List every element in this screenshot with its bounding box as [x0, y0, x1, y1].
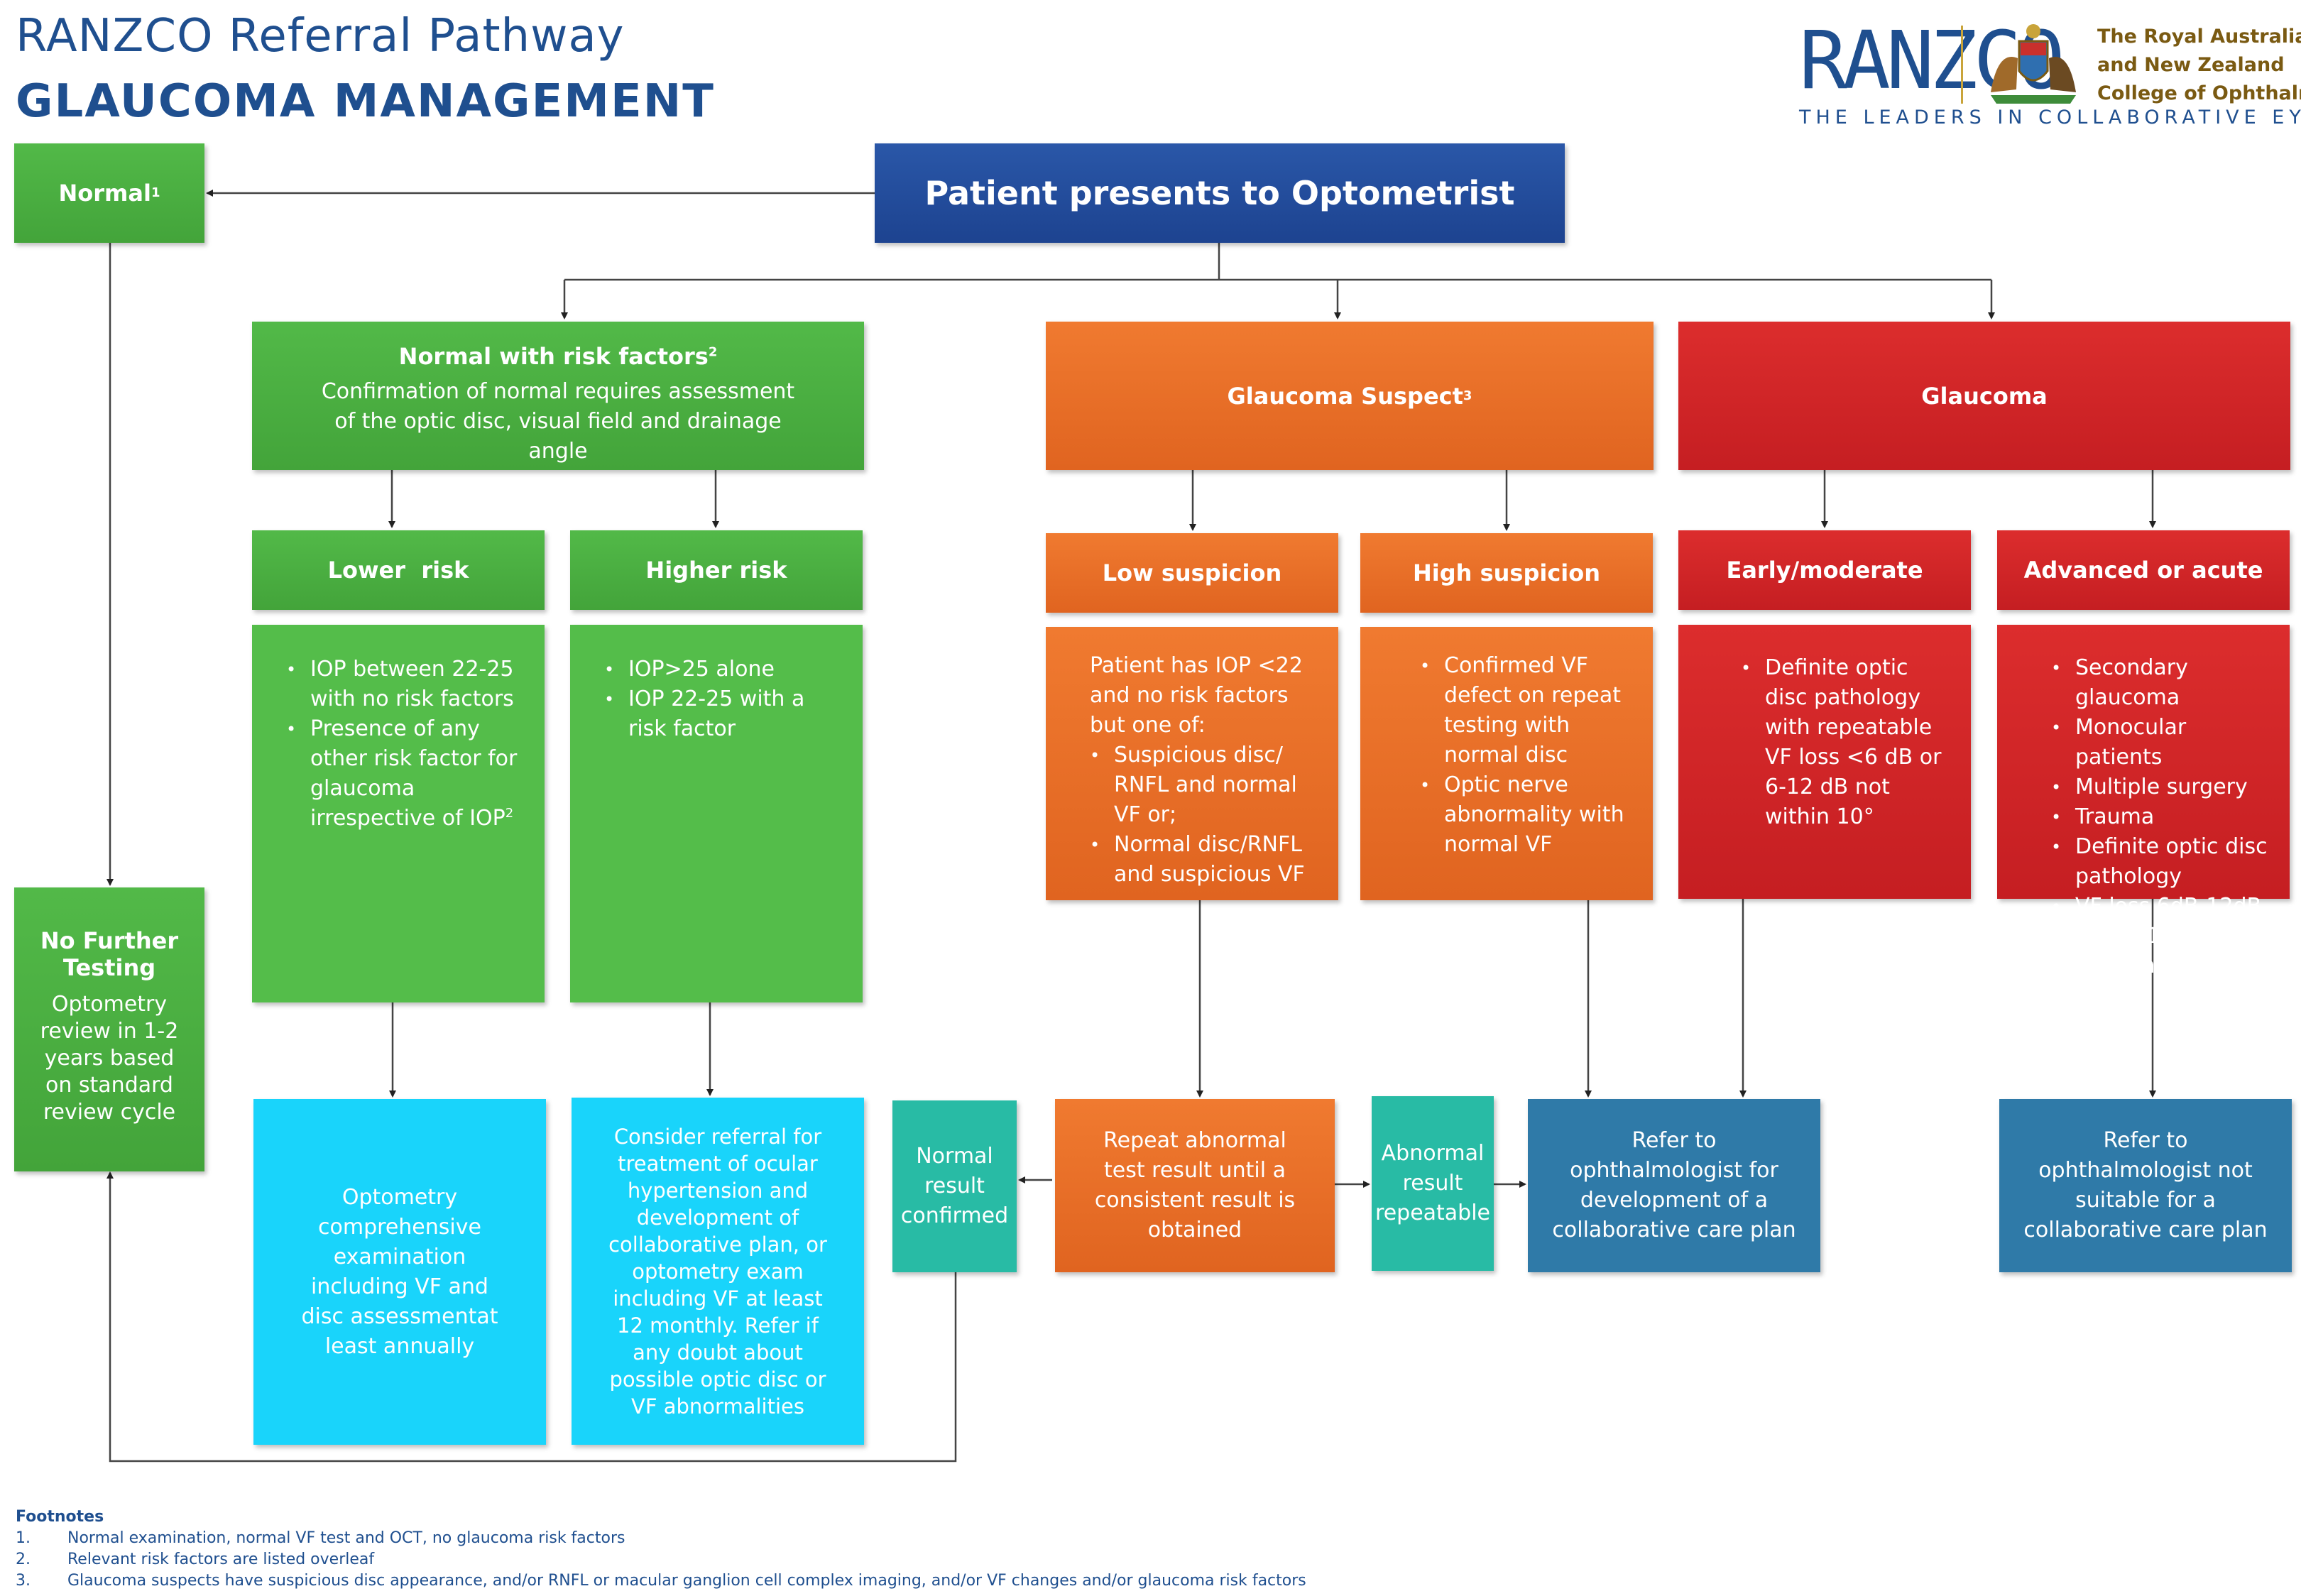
footnote-3: 3. Glaucoma suspects have suspicious disc…	[16, 1572, 1306, 1590]
lower-risk-item-2-sup: 2	[505, 806, 514, 821]
college-name: The Royal Australian and New Zealand Col…	[2097, 23, 2301, 108]
node-normal-result-confirmed: Normal result confirmed	[892, 1100, 1017, 1272]
high-suspicion-detail: Confirmed VF defect on repeat testing wi…	[1360, 627, 1653, 900]
normal-risk-sup: 2	[708, 344, 718, 360]
arrow-normal-confirmed-loop	[106, 1171, 957, 1463]
lower-risk-list: IOP between 22-25 with no risk factors P…	[285, 655, 523, 833]
advanced-acute-item-1: Secondary glaucoma	[2051, 653, 2275, 713]
node-abnormal-repeatable: Abnormal result repeatable	[1372, 1096, 1494, 1271]
lower-risk-item-2: Presence of any other risk factor for gl…	[286, 714, 523, 833]
footnote-2-num: 2.	[16, 1551, 31, 1568]
footnote-2: 2. Relevant risk factors are listed overl…	[16, 1551, 374, 1568]
normal-risk-body: Confirmation of normal requires assessme…	[321, 379, 795, 464]
advanced-acute-label: Advanced or acute	[2023, 557, 2263, 584]
node-repeat-abnormal: Repeat abnormal test result until a cons…	[1055, 1099, 1335, 1272]
node-consider-referral: Consider referral for treatment of ocula…	[572, 1098, 864, 1445]
node-refer-collaborative: Refer to ophthalmologist for development…	[1528, 1099, 1820, 1272]
normal-risk-title-text: Normal with risk factors	[398, 343, 709, 370]
ranzco-logo: RANZCO The Royal Australian and New Zeal…	[1799, 21, 2301, 135]
node-patient-label: Patient presents to Optometrist	[924, 174, 1515, 212]
low-suspicion-item-2: Normal disc/RNFL and suspicious VF	[1090, 830, 1317, 890]
node-lower-risk: Lower risk	[252, 530, 545, 610]
footnote-1-num: 1.	[16, 1529, 31, 1547]
advanced-acute-detail: Secondary glaucoma Monocular patients Mu…	[1997, 625, 2290, 978]
higher-risk-detail: IOP>25 alone IOP 22-25 with a risk facto…	[570, 625, 863, 1002]
advanced-acute-item-4: Trauma	[2051, 802, 2275, 832]
early-moderate-list: Definite optic disc pathology with repea…	[1739, 653, 1950, 832]
early-moderate-detail: Definite optic disc pathology with repea…	[1678, 625, 1971, 899]
refer-not-suitable-label: Refer to ophthalmologist not suitable fo…	[2023, 1128, 2268, 1242]
higher-risk-item-1: IOP>25 alone	[604, 655, 841, 684]
college-line-1: The Royal Australian	[2097, 26, 2301, 48]
optometry-exam-label: Optometry comprehensive examination incl…	[301, 1184, 498, 1359]
higher-risk-item-2: IOP 22-25 with a risk factor	[604, 684, 841, 744]
logo-divider	[1961, 26, 1963, 104]
advanced-acute-item-2: Monocular patients	[2051, 713, 2275, 772]
normal-risk-title: Normal with risk factors2	[252, 343, 864, 370]
advanced-acute-item-3: Multiple surgery	[2051, 772, 2275, 802]
higher-risk-list: IOP>25 alone IOP 22-25 with a risk facto…	[603, 655, 841, 744]
node-advanced-acute: Advanced or acute	[1997, 530, 2290, 610]
glaucoma-suspect-label: Glaucoma Suspect	[1227, 382, 1463, 410]
higher-risk-label: Higher risk	[645, 557, 787, 584]
node-optometry-exam: Optometry comprehensive examination incl…	[253, 1099, 546, 1445]
footnote-1: 1. Normal examination, normal VF test and…	[16, 1529, 625, 1547]
node-early-moderate: Early/moderate	[1678, 530, 1971, 610]
high-suspicion-item-2: Optic nerve abnormality with normal VF	[1420, 770, 1632, 860]
advanced-acute-item-5: Definite optic disc pathology	[2051, 832, 2275, 892]
lower-risk-detail: IOP between 22-25 with no risk factors P…	[252, 625, 545, 1002]
high-suspicion-item-1: Confirmed VF defect on repeat testing wi…	[1420, 651, 1632, 770]
node-glaucoma: Glaucoma	[1678, 322, 2290, 470]
lower-risk-item-2-text: Presence of any other risk factor for gl…	[310, 716, 518, 831]
low-suspicion-detail: Patient has IOP <22 and no risk factors …	[1046, 627, 1338, 900]
low-suspicion-list: Suspicious disc/ RNFL and normal VF or; …	[1090, 740, 1317, 890]
node-patient-presents: Patient presents to Optometrist	[875, 143, 1565, 243]
brand-tagline: THE LEADERS IN COLLABORATIVE EYE CARE	[1799, 106, 2301, 129]
node-normal-label: Normal	[58, 180, 151, 207]
low-suspicion-item-1: Suspicious disc/ RNFL and normal VF or;	[1090, 740, 1317, 830]
refer-collab-label: Refer to ophthalmologist for development…	[1552, 1128, 1796, 1242]
node-normal-with-risk-factors: Normal with risk factors2 Confirmation o…	[252, 322, 864, 470]
early-moderate-item-1: Definite optic disc pathology with repea…	[1741, 653, 1950, 832]
glaucoma-label: Glaucoma	[1921, 382, 2048, 410]
node-refer-not-suitable: Refer to ophthalmologist not suitable fo…	[1999, 1099, 2292, 1272]
repeat-abnormal-label: Repeat abnormal test result until a cons…	[1094, 1128, 1296, 1242]
node-high-suspicion: High suspicion	[1360, 533, 1653, 613]
normal-confirmed-label: Normal result confirmed	[900, 1144, 1009, 1228]
no-further-title: No Further Testing	[40, 927, 179, 981]
lower-risk-label: Lower risk	[327, 557, 469, 584]
college-line-3: College of Ophthalmologists	[2097, 82, 2301, 104]
consider-referral-label: Consider referral for treatment of ocula…	[608, 1124, 827, 1419]
footnotes-title: Footnotes	[16, 1508, 104, 1526]
college-line-2: and New Zealand	[2097, 54, 2285, 76]
low-suspicion-intro: Patient has IOP <22 and no risk factors …	[1090, 653, 1303, 738]
high-suspicion-label: High suspicion	[1412, 559, 1601, 586]
footnote-1-text: Normal examination, normal VF test and O…	[67, 1529, 625, 1547]
advanced-acute-item-6: VF loss 6dB-12dB within 10° of fixation	[2051, 892, 2275, 981]
low-suspicion-label: Low suspicion	[1102, 559, 1282, 586]
page-title: RANZCO Referral Pathway	[16, 10, 625, 62]
node-low-suspicion: Low suspicion	[1046, 533, 1338, 613]
node-higher-risk: Higher risk	[570, 530, 863, 610]
footnote-3-text: Glaucoma suspects have suspicious disc a…	[67, 1572, 1306, 1590]
high-suspicion-list: Confirmed VF defect on repeat testing wi…	[1419, 651, 1632, 860]
advanced-acute-list: Secondary glaucoma Monocular patients Mu…	[2050, 653, 2275, 981]
early-moderate-label: Early/moderate	[1726, 557, 1923, 584]
page-subtitle: GLAUCOMA MANAGEMENT	[16, 75, 715, 128]
footnote-2-text: Relevant risk factors are listed overlea…	[67, 1551, 375, 1568]
node-no-further-testing: No Further Testing Optometry review in 1…	[14, 887, 204, 1171]
lower-risk-item-1: IOP between 22-25 with no risk factors	[286, 655, 523, 714]
no-further-body: Optometry review in 1-2 years based on s…	[40, 992, 179, 1125]
footnote-3-num: 3.	[16, 1572, 31, 1590]
coat-of-arms-icon	[1991, 24, 2076, 104]
abnormal-repeatable-label: Abnormal result repeatable	[1375, 1141, 1491, 1225]
